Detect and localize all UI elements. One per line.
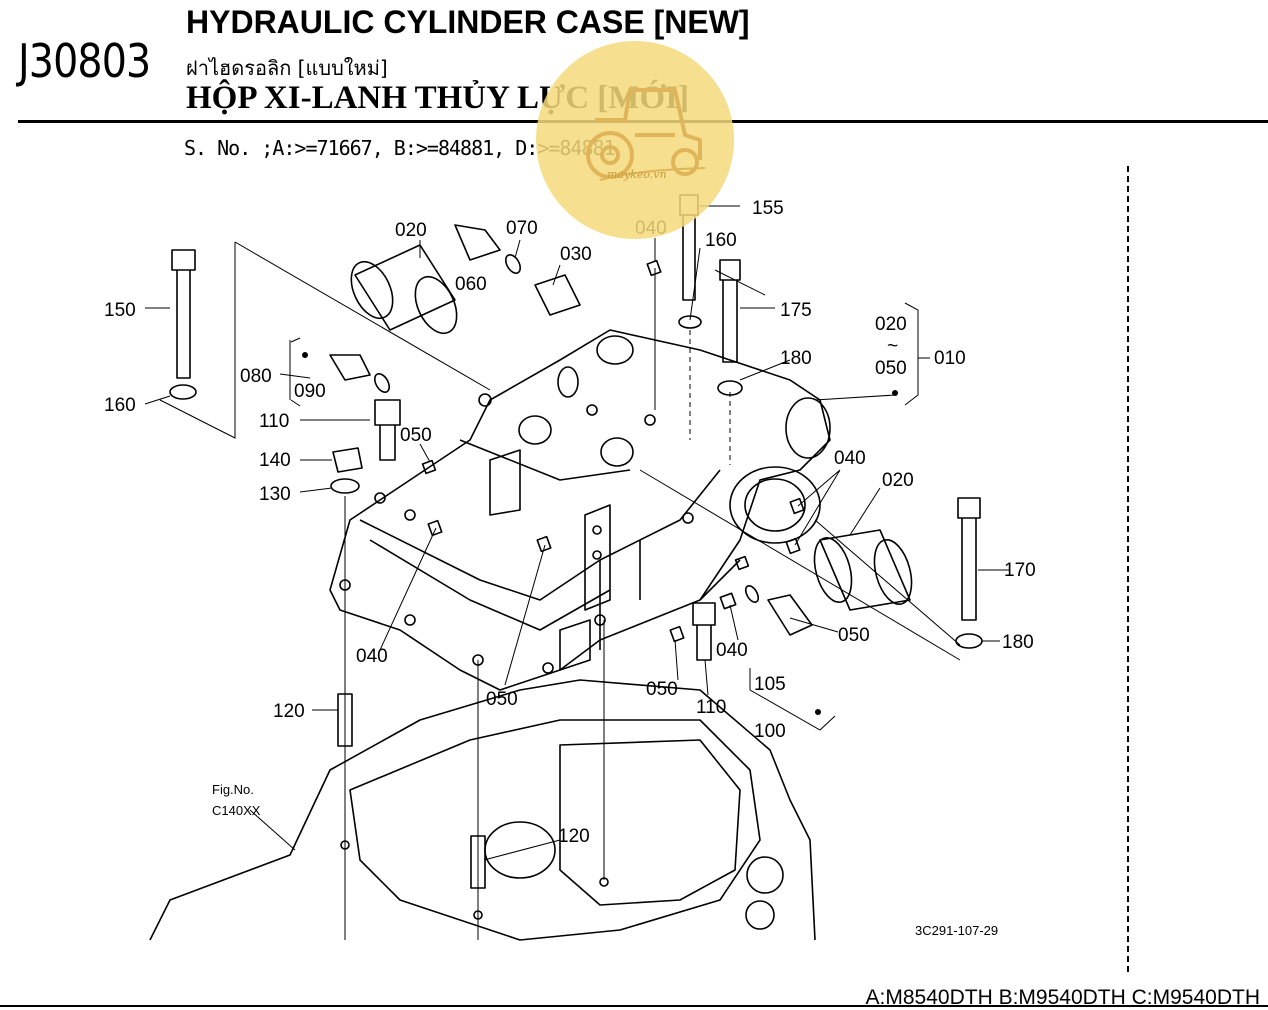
drawing-number: 3C291-107-29 <box>915 923 998 938</box>
callout-050-center: 050 <box>486 689 518 710</box>
callout-170: 170 <box>1004 560 1036 581</box>
cylinder-case-body <box>329 329 831 691</box>
callout-155: 155 <box>752 198 784 219</box>
bolt-150 <box>171 249 196 271</box>
callout-180-upper: 180 <box>780 348 812 369</box>
callout-140: 140 <box>259 450 291 471</box>
callout-050-lower: 050 <box>646 679 678 700</box>
part-group-code: J30803 <box>18 34 151 88</box>
callout-070: 070 <box>506 218 538 239</box>
callout-080: 080 <box>240 366 272 387</box>
callout-050-right: 050 <box>838 625 870 646</box>
callout-040-lower: 040 <box>716 640 748 661</box>
callout-040-left: 040 <box>356 646 388 667</box>
callout-110-upper: 110 <box>259 411 289 432</box>
callout-180-right: 180 <box>1002 632 1034 653</box>
callout-020-upper: 020 <box>395 220 427 241</box>
page-fold-divider <box>1127 166 1129 972</box>
callout-120-left: 120 <box>273 701 305 722</box>
callout-030: 030 <box>560 244 592 265</box>
callout-050-upper: 050 <box>400 425 432 446</box>
callout-010: 010 <box>934 348 966 369</box>
callout-105: 105 <box>754 674 786 695</box>
callout-160-upper: 160 <box>705 230 737 251</box>
page-title-english: HYDRAULIC CYLINDER CASE [NEW] <box>186 4 750 40</box>
watermark-logo: maykeo.vn <box>536 41 734 239</box>
callout-175: 175 <box>780 300 812 321</box>
callout-120-lower: 120 <box>558 826 590 847</box>
callout-100: 100 <box>754 721 786 742</box>
callout-010-range-to: 050 <box>875 358 907 379</box>
watermark-text: maykeo.vn <box>607 168 667 181</box>
page-title-thai: ฝาไฮดรอลิก [แบบใหม่] <box>186 56 388 80</box>
callout-130: 130 <box>259 484 291 505</box>
callout-160-left: 160 <box>104 395 136 416</box>
bushing-right <box>819 529 911 611</box>
figure-reference-label: Fig.No. <box>212 782 254 797</box>
transmission-case <box>149 679 816 941</box>
footer-divider <box>0 1005 1268 1007</box>
callout-040-right: 040 <box>834 448 866 469</box>
figure-reference-value: C140XX <box>212 803 261 818</box>
callout-010-range-tilde: ~ <box>887 336 898 357</box>
callout-150: 150 <box>104 300 136 321</box>
callout-020-right: 020 <box>882 470 914 491</box>
callout-090: 090 <box>294 381 326 402</box>
callout-010-range-from: 020 <box>875 314 907 335</box>
callout-110-lower: 110 <box>696 697 726 718</box>
bushing-upper <box>354 244 456 331</box>
callout-060: 060 <box>455 274 487 295</box>
model-applicability: A:M8540DTH B:M9540DTH C:M9540DTH <box>865 986 1260 1009</box>
